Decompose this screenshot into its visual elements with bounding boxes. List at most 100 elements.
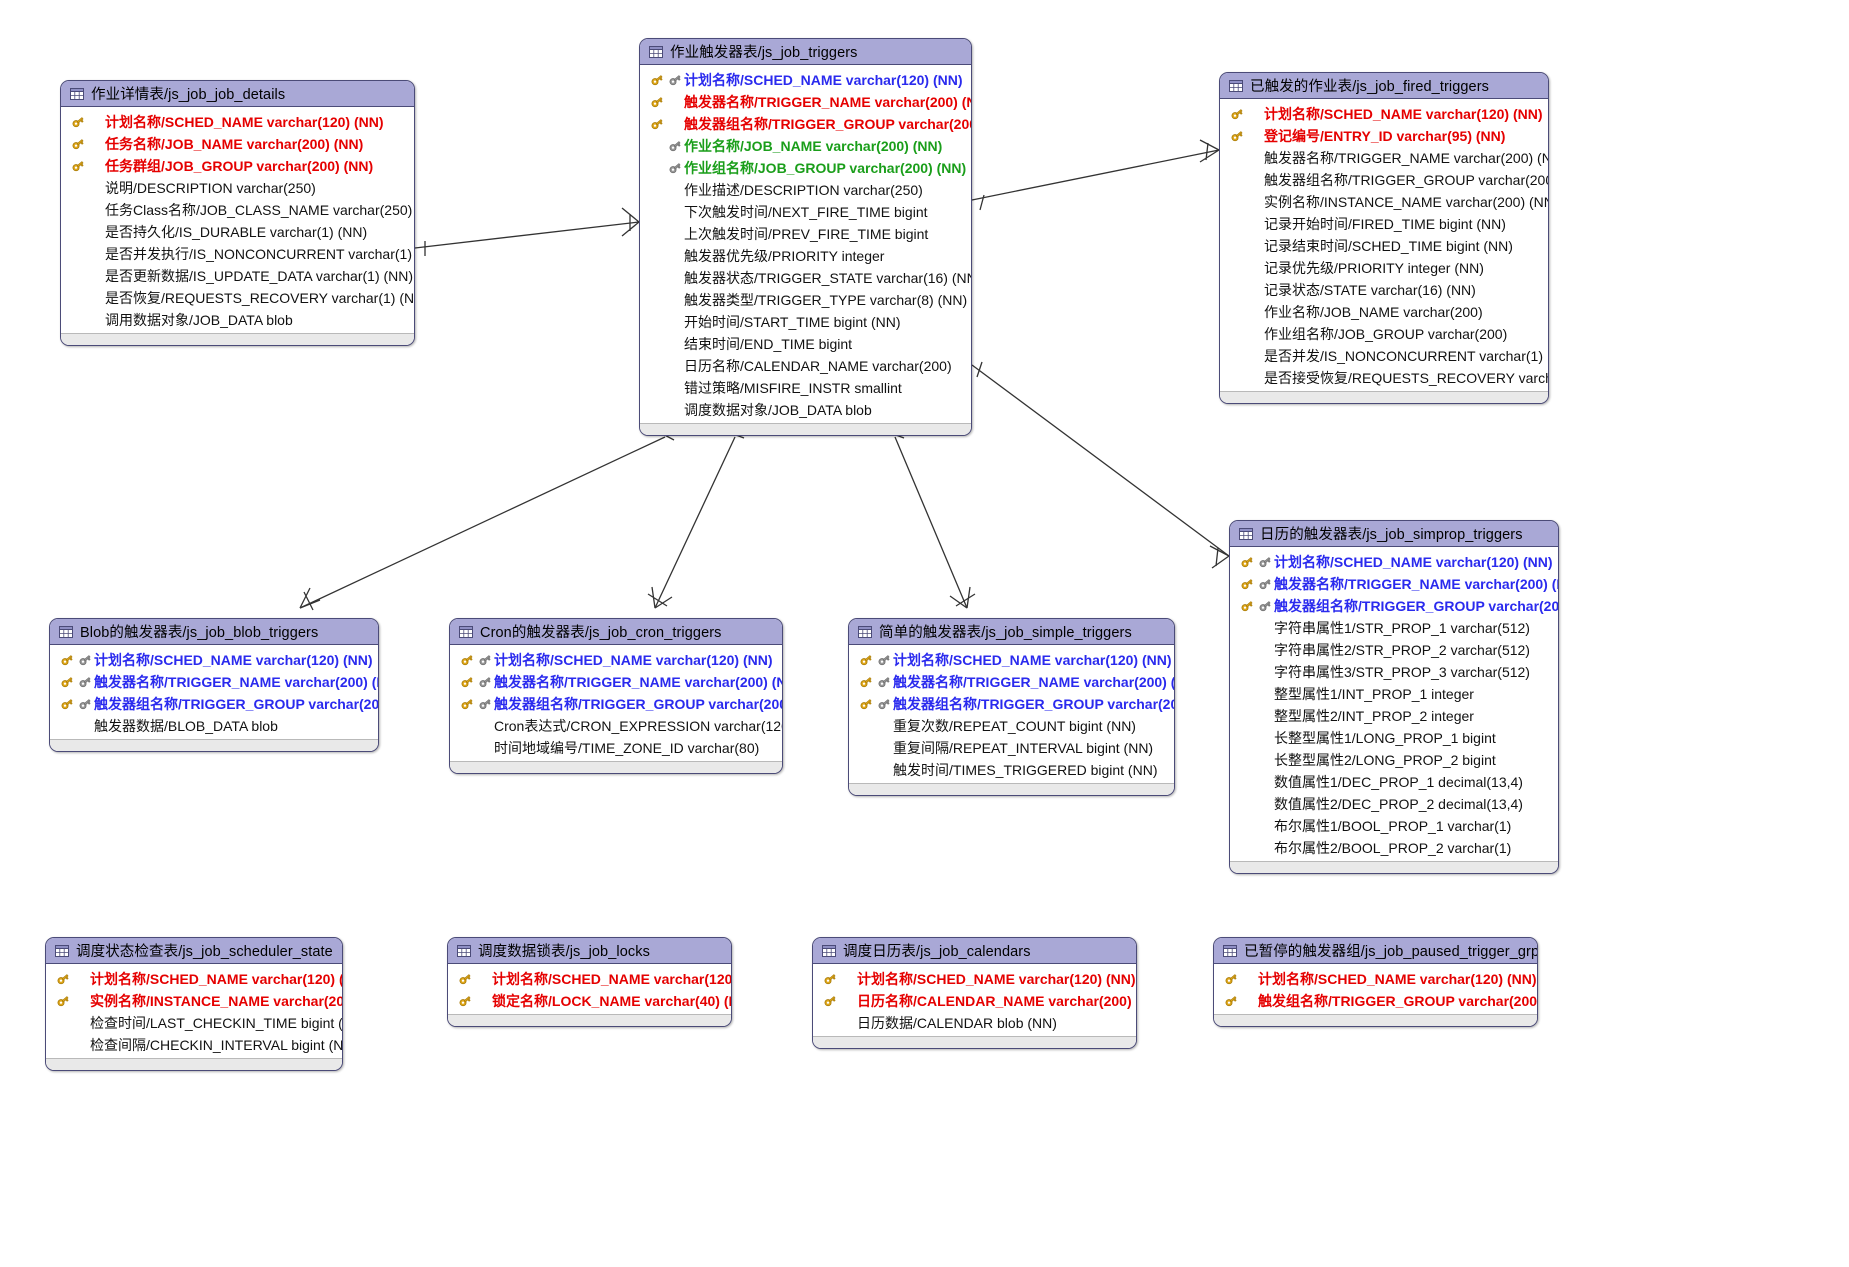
field-row[interactable]: 记录优先级/PRIORITY integer (NN) <box>1220 257 1548 279</box>
field-row[interactable]: 是否更新数据/IS_UPDATE_DATA varchar(1) (NN) <box>61 265 414 287</box>
field-row[interactable]: 触发组名称/TRIGGER_GROUP varchar(200) (NN) <box>1214 990 1537 1012</box>
entity-fired_triggers[interactable]: 已触发的作业表/js_job_fired_triggers 计划名称/SCHED_… <box>1219 72 1549 404</box>
entity-simprop_triggers[interactable]: 日历的触发器表/js_job_simprop_triggers 计划名称/SCHE… <box>1229 520 1559 874</box>
field-row[interactable]: 作业组名称/JOB_GROUP varchar(200) (NN) <box>640 157 971 179</box>
field-row[interactable]: 上次触发时间/PREV_FIRE_TIME bigint <box>640 223 971 245</box>
field-row[interactable]: 记录状态/STATE varchar(16) (NN) <box>1220 279 1548 301</box>
field-row[interactable]: 日历名称/CALENDAR_NAME varchar(200) <box>640 355 971 377</box>
field-row[interactable]: 计划名称/SCHED_NAME varchar(120) (NN) <box>640 69 971 91</box>
field-row[interactable]: 日历名称/CALENDAR_NAME varchar(200) (NN) <box>813 990 1136 1012</box>
field-row[interactable]: 检查时间/LAST_CHECKIN_TIME bigint (NN) <box>46 1012 342 1034</box>
field-row[interactable]: 布尔属性1/BOOL_PROP_1 varchar(1) <box>1230 815 1558 837</box>
field-row[interactable]: 触发器组名称/TRIGGER_GROUP varchar(200) (NN) <box>50 693 378 715</box>
field-row[interactable]: 作业描述/DESCRIPTION varchar(250) <box>640 179 971 201</box>
field-row[interactable]: 检查间隔/CHECKIN_INTERVAL bigint (NN) <box>46 1034 342 1056</box>
entity-header-locks[interactable]: 调度数据锁表/js_job_locks <box>448 938 731 964</box>
field-row[interactable]: 日历数据/CALENDAR blob (NN) <box>813 1012 1136 1034</box>
field-row[interactable]: 调用数据对象/JOB_DATA blob <box>61 309 414 331</box>
entity-paused_trigger_grps[interactable]: 已暂停的触发器组/js_job_paused_trigger_grps 计划名称/… <box>1213 937 1538 1027</box>
field-row[interactable]: 触发器名称/TRIGGER_NAME varchar(200) (NN) <box>640 91 971 113</box>
field-row[interactable]: 整型属性2/INT_PROP_2 integer <box>1230 705 1558 727</box>
field-row[interactable]: 时间地域编号/TIME_ZONE_ID varchar(80) <box>450 737 782 759</box>
entity-header-triggers[interactable]: 作业触发器表/js_job_triggers <box>640 39 971 65</box>
field-row[interactable]: 数值属性2/DEC_PROP_2 decimal(13,4) <box>1230 793 1558 815</box>
field-row[interactable]: 触发器名称/TRIGGER_NAME varchar(200) (NN) <box>450 671 782 693</box>
field-row[interactable]: 触发器名称/TRIGGER_NAME varchar(200) (NN) <box>849 671 1174 693</box>
field-row[interactable]: 是否并发执行/IS_NONCONCURRENT varchar(1) (NN) <box>61 243 414 265</box>
field-row[interactable]: 计划名称/SCHED_NAME varchar(120) (NN) <box>1220 103 1548 125</box>
entity-blob_triggers[interactable]: Blob的触发器表/js_job_blob_triggers 计划名称/SCHED… <box>49 618 379 752</box>
field-row[interactable]: 下次触发时间/NEXT_FIRE_TIME bigint <box>640 201 971 223</box>
entity-header-simple_triggers[interactable]: 简单的触发器表/js_job_simple_triggers <box>849 619 1174 645</box>
field-row[interactable]: 调度数据对象/JOB_DATA blob <box>640 399 971 421</box>
entity-header-job_details[interactable]: 作业详情表/js_job_job_details <box>61 81 414 107</box>
field-row[interactable]: 是否恢复/REQUESTS_RECOVERY varchar(1) (NN) <box>61 287 414 309</box>
entity-header-fired_triggers[interactable]: 已触发的作业表/js_job_fired_triggers <box>1220 73 1548 99</box>
entity-header-blob_triggers[interactable]: Blob的触发器表/js_job_blob_triggers <box>50 619 378 645</box>
field-row[interactable]: 计划名称/SCHED_NAME varchar(120) (NN) <box>448 968 731 990</box>
field-row[interactable]: 任务名称/JOB_NAME varchar(200) (NN) <box>61 133 414 155</box>
entity-locks[interactable]: 调度数据锁表/js_job_locks 计划名称/SCHED_NAME varch… <box>447 937 732 1027</box>
field-row[interactable]: 结束时间/END_TIME bigint <box>640 333 971 355</box>
field-row[interactable]: 触发器数据/BLOB_DATA blob <box>50 715 378 737</box>
field-row[interactable]: 计划名称/SCHED_NAME varchar(120) (NN) <box>450 649 782 671</box>
field-row[interactable]: 计划名称/SCHED_NAME varchar(120) (NN) <box>50 649 378 671</box>
field-row[interactable]: 触发器类型/TRIGGER_TYPE varchar(8) (NN) <box>640 289 971 311</box>
field-row[interactable]: 触发器组名称/TRIGGER_GROUP varchar(200) (NN) <box>640 113 971 135</box>
field-row[interactable]: 任务群组/JOB_GROUP varchar(200) (NN) <box>61 155 414 177</box>
entity-simple_triggers[interactable]: 简单的触发器表/js_job_simple_triggers 计划名称/SCHED… <box>848 618 1175 796</box>
field-row[interactable]: 是否并发/IS_NONCONCURRENT varchar(1) <box>1220 345 1548 367</box>
field-row[interactable]: 任务Class名称/JOB_CLASS_NAME varchar(250) (N… <box>61 199 414 221</box>
entity-scheduler_state[interactable]: 调度状态检查表/js_job_scheduler_state 计划名称/SCHED… <box>45 937 343 1071</box>
entity-header-simprop_triggers[interactable]: 日历的触发器表/js_job_simprop_triggers <box>1230 521 1558 547</box>
field-row[interactable]: 触发器组名称/TRIGGER_GROUP varchar(200) (NN) <box>450 693 782 715</box>
field-row[interactable]: 重复次数/REPEAT_COUNT bigint (NN) <box>849 715 1174 737</box>
field-row[interactable]: 是否持久化/IS_DURABLE varchar(1) (NN) <box>61 221 414 243</box>
field-row[interactable]: 重复间隔/REPEAT_INTERVAL bigint (NN) <box>849 737 1174 759</box>
entity-calendars[interactable]: 调度日历表/js_job_calendars 计划名称/SCHED_NAME va… <box>812 937 1137 1049</box>
entity-cron_triggers[interactable]: Cron的触发器表/js_job_cron_triggers 计划名称/SCHED… <box>449 618 783 774</box>
field-row[interactable]: 记录结束时间/SCHED_TIME bigint (NN) <box>1220 235 1548 257</box>
field-row[interactable]: 触发器名称/TRIGGER_NAME varchar(200) (NN) <box>1230 573 1558 595</box>
entity-job_details[interactable]: 作业详情表/js_job_job_details 计划名称/SCHED_NAME … <box>60 80 415 346</box>
field-row[interactable]: 计划名称/SCHED_NAME varchar(120) (NN) <box>46 968 342 990</box>
entity-header-scheduler_state[interactable]: 调度状态检查表/js_job_scheduler_state <box>46 938 342 964</box>
field-row[interactable]: 长整型属性1/LONG_PROP_1 bigint <box>1230 727 1558 749</box>
field-row[interactable]: 数值属性1/DEC_PROP_1 decimal(13,4) <box>1230 771 1558 793</box>
field-row[interactable]: 长整型属性2/LONG_PROP_2 bigint <box>1230 749 1558 771</box>
field-row[interactable]: 是否接受恢复/REQUESTS_RECOVERY varchar(1) <box>1220 367 1548 389</box>
field-row[interactable]: 字符串属性3/STR_PROP_3 varchar(512) <box>1230 661 1558 683</box>
field-row[interactable]: 计划名称/SCHED_NAME varchar(120) (NN) <box>849 649 1174 671</box>
field-row[interactable]: 触发器状态/TRIGGER_STATE varchar(16) (NN) <box>640 267 971 289</box>
field-row[interactable]: Cron表达式/CRON_EXPRESSION varchar(120) (NN… <box>450 715 782 737</box>
field-row[interactable]: 实例名称/INSTANCE_NAME varchar(200) (NN) <box>46 990 342 1012</box>
field-row[interactable]: 触发器名称/TRIGGER_NAME varchar(200) (NN) <box>50 671 378 693</box>
field-row[interactable]: 字符串属性2/STR_PROP_2 varchar(512) <box>1230 639 1558 661</box>
entity-header-paused_trigger_grps[interactable]: 已暂停的触发器组/js_job_paused_trigger_grps <box>1214 938 1537 964</box>
field-row[interactable]: 错过策略/MISFIRE_INSTR smallint <box>640 377 971 399</box>
field-row[interactable]: 作业名称/JOB_NAME varchar(200) <box>1220 301 1548 323</box>
field-row[interactable]: 登记编号/ENTRY_ID varchar(95) (NN) <box>1220 125 1548 147</box>
field-row[interactable]: 触发器优先级/PRIORITY integer <box>640 245 971 267</box>
field-row[interactable]: 开始时间/START_TIME bigint (NN) <box>640 311 971 333</box>
entity-header-calendars[interactable]: 调度日历表/js_job_calendars <box>813 938 1136 964</box>
field-row[interactable]: 整型属性1/INT_PROP_1 integer <box>1230 683 1558 705</box>
field-row[interactable]: 计划名称/SCHED_NAME varchar(120) (NN) <box>813 968 1136 990</box>
field-row[interactable]: 触发时间/TIMES_TRIGGERED bigint (NN) <box>849 759 1174 781</box>
field-row[interactable]: 触发器组名称/TRIGGER_GROUP varchar(200) (NN) <box>849 693 1174 715</box>
field-row[interactable]: 实例名称/INSTANCE_NAME varchar(200) (NN) <box>1220 191 1548 213</box>
field-row[interactable]: 作业组名称/JOB_GROUP varchar(200) <box>1220 323 1548 345</box>
entity-triggers[interactable]: 作业触发器表/js_job_triggers 计划名称/SCHED_NAME va… <box>639 38 972 436</box>
field-row[interactable]: 说明/DESCRIPTION varchar(250) <box>61 177 414 199</box>
field-row[interactable]: 触发器组名称/TRIGGER_GROUP varchar(200) (NN) <box>1230 595 1558 617</box>
field-row[interactable]: 作业名称/JOB_NAME varchar(200) (NN) <box>640 135 971 157</box>
field-row[interactable]: 锁定名称/LOCK_NAME varchar(40) (NN) <box>448 990 731 1012</box>
field-row[interactable]: 字符串属性1/STR_PROP_1 varchar(512) <box>1230 617 1558 639</box>
field-row[interactable]: 计划名称/SCHED_NAME varchar(120) (NN) <box>1214 968 1537 990</box>
field-row[interactable]: 触发器组名称/TRIGGER_GROUP varchar(200) (NN) <box>1220 169 1548 191</box>
entity-header-cron_triggers[interactable]: Cron的触发器表/js_job_cron_triggers <box>450 619 782 645</box>
field-row[interactable]: 计划名称/SCHED_NAME varchar(120) (NN) <box>61 111 414 133</box>
field-row[interactable]: 计划名称/SCHED_NAME varchar(120) (NN) <box>1230 551 1558 573</box>
field-row[interactable]: 触发器名称/TRIGGER_NAME varchar(200) (NN) <box>1220 147 1548 169</box>
field-row[interactable]: 记录开始时间/FIRED_TIME bigint (NN) <box>1220 213 1548 235</box>
